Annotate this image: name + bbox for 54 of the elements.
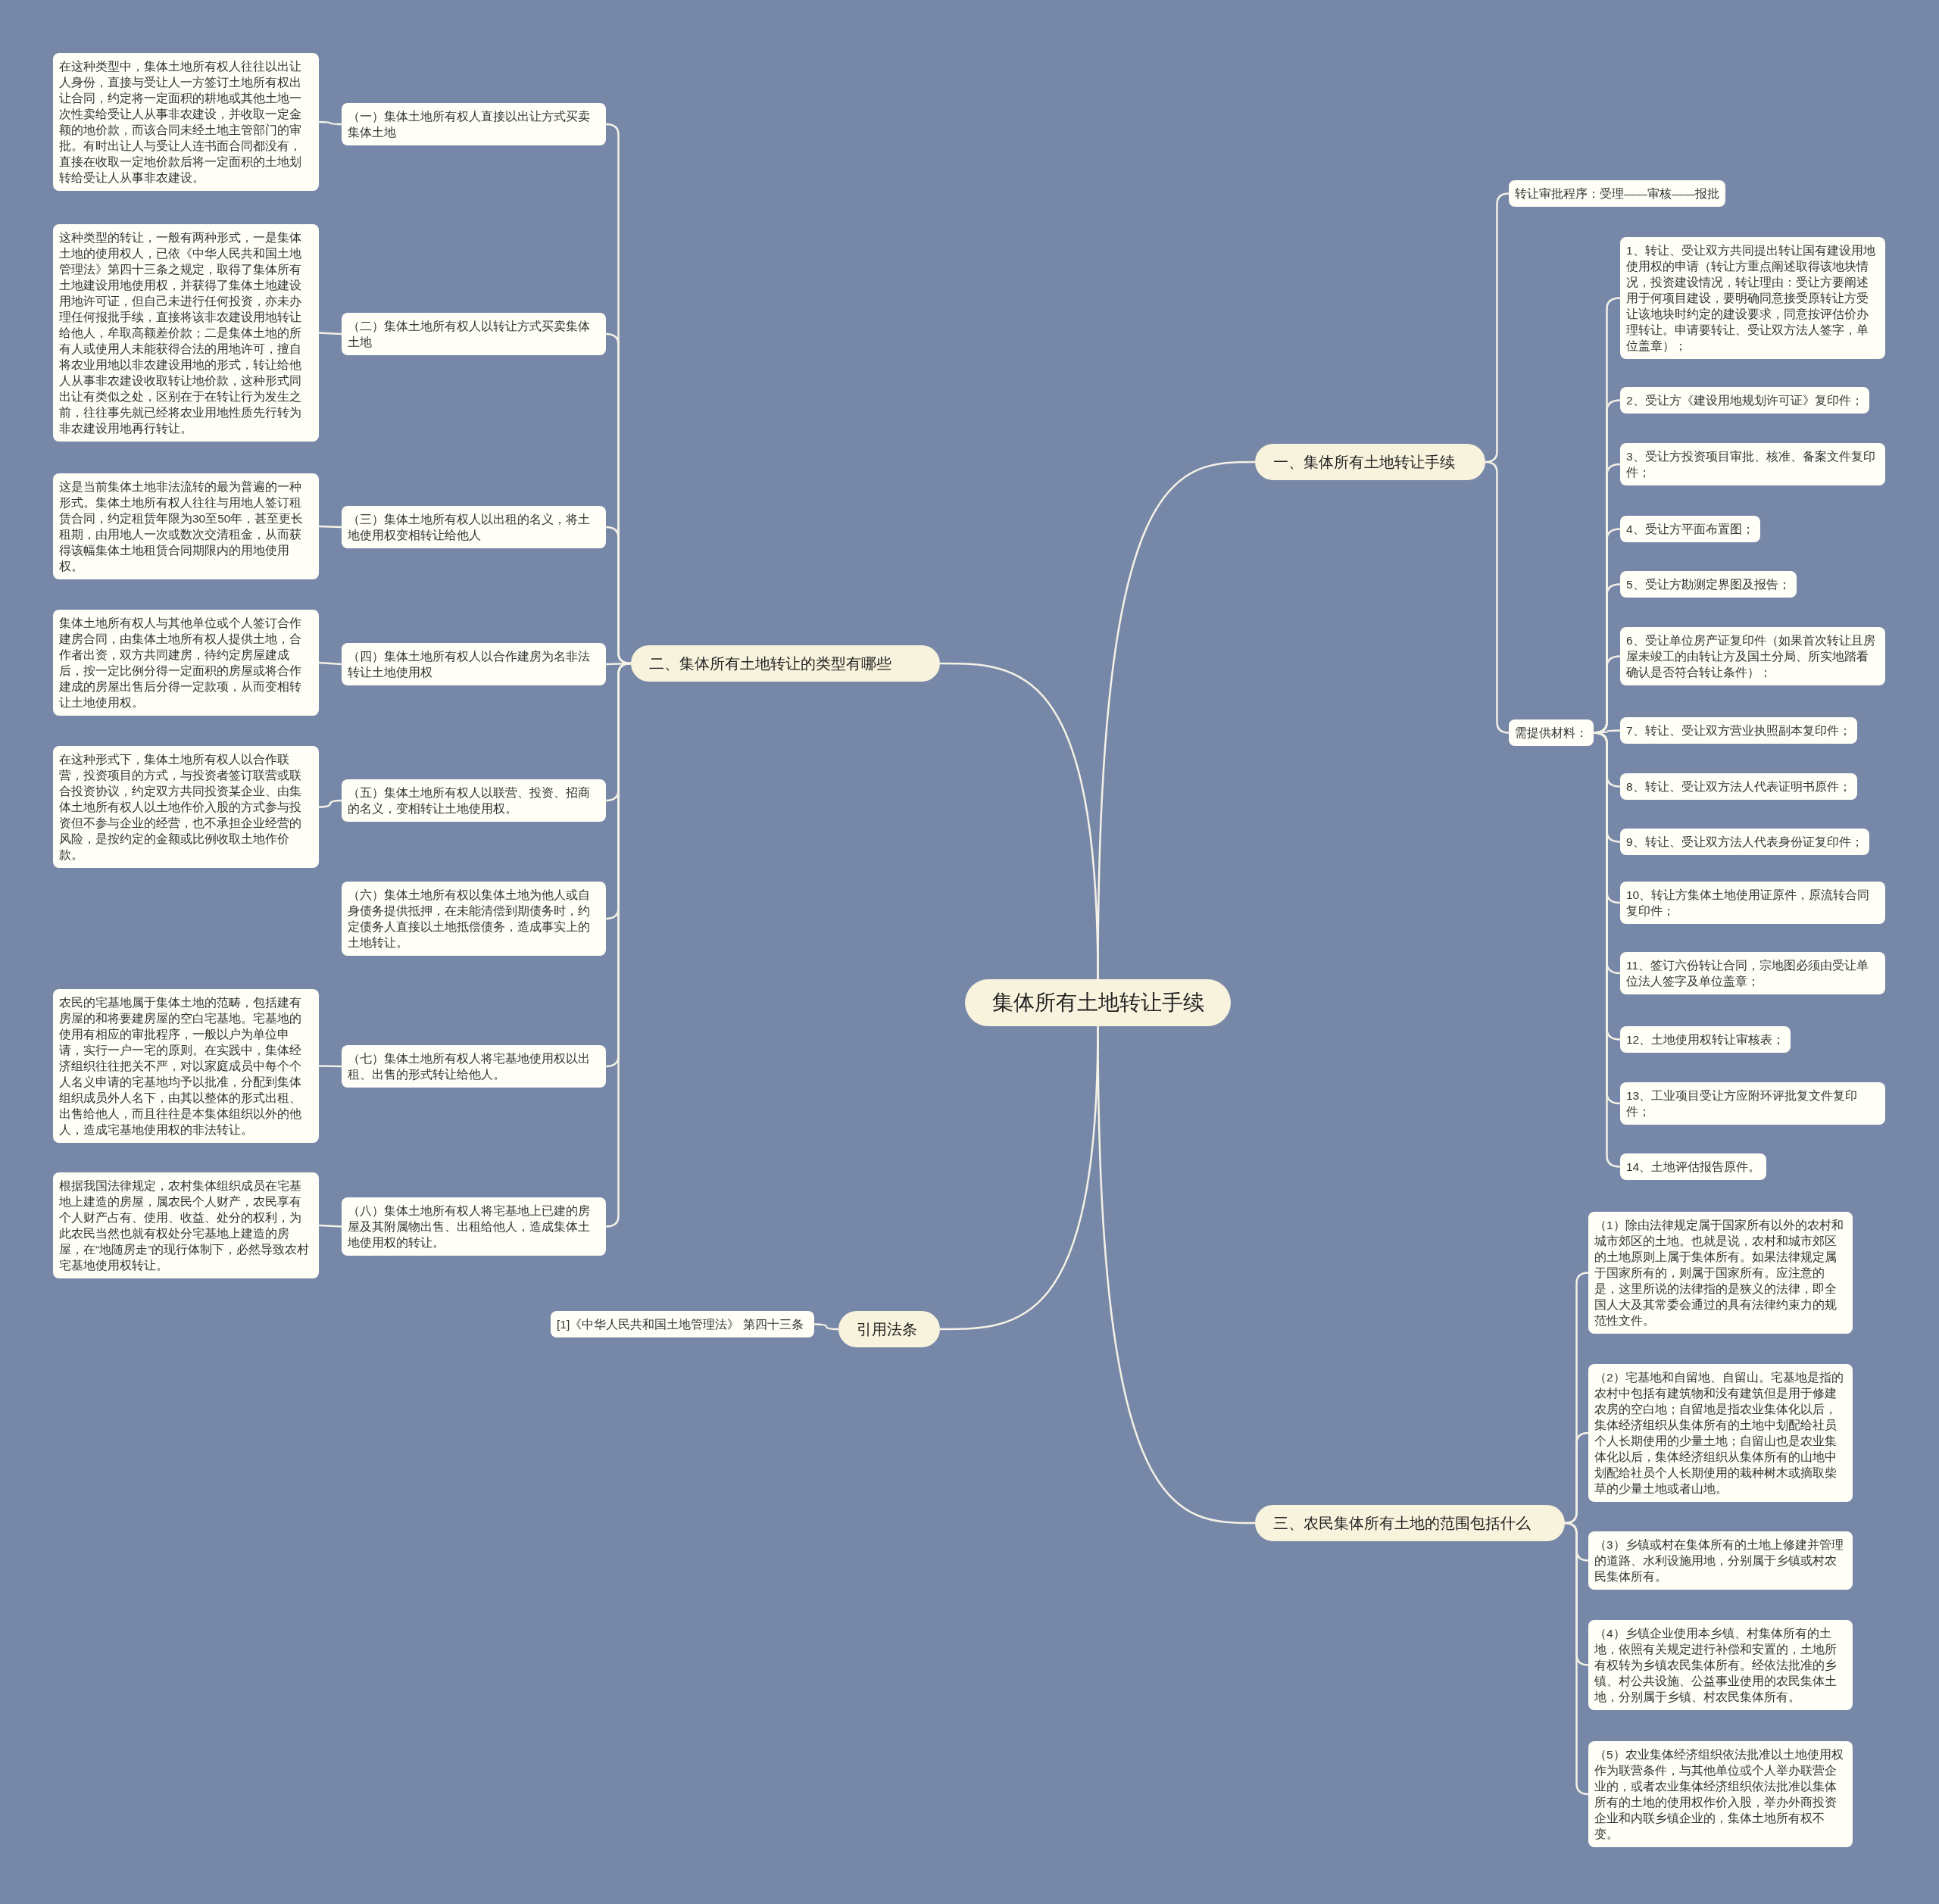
topic-box: 农民的宅基地属于集体土地的范畴，包括建有房屋的和将要建房屋的空白宅基地。宅基地的使用有相应的审批程序，一般以户为单位申请，实行一户一宅的原则。在实践中，集体经济组织往往把关不严，对以家庭成员中每个个人名义申请的宅基地均予以批准，分配到集体组织成员外人名下，由其以整体的形式出租、出售给他人，而且往往是本集体组织以外的他人，造成宅基地使用权的非法转让。 bbox=[53, 989, 319, 1143]
topic-box: 13、工业项目受让方应附环评批复文件复印件； bbox=[1620, 1082, 1885, 1125]
branch-topic: 三、农民集体所有土地的范围包括什么 bbox=[1255, 1505, 1565, 1541]
topic-box: （六）集体土地所有权以集体土地为他人或自身债务提供抵押，在未能清偿到期债务时，约定债务人直接以土地抵偿债务，造成事实上的土地转让。 bbox=[342, 882, 606, 956]
branch-topic: 二、集体所有土地转让的类型有哪些 bbox=[631, 645, 940, 682]
connector-line bbox=[319, 120, 342, 126]
topic-box: 在这种形式下，集体土地所有权人以合作联营，投资项目的方式，与投资者签订联营或联合投资协议，约定双方共同投资某企业、由集体土地所有权人以土地作价入股的方式参与投资但不参与企业的经营，也不承担企业经营的风险，是按约定的金额或比例收取土地作价款。 bbox=[53, 746, 319, 868]
connector-line bbox=[940, 662, 1099, 980]
topic-box: 转让审批程序：受理——审核——报批 bbox=[1509, 180, 1725, 207]
topic-box: 需提供材料： bbox=[1509, 719, 1594, 746]
connector-line bbox=[318, 1224, 342, 1228]
topic-box: 10、转让方集体土地使用证原件，原流转合同复印件； bbox=[1620, 882, 1885, 924]
topic-box: （五）集体土地所有权人以联营、投资、招商的名义，变相转让土地使用权。 bbox=[342, 779, 606, 822]
topic-box: （1）除由法律规定属于国家所有以外的农村和城市郊区的土地。也就是说，农村和城市郊区的土地原则上属于集体所有。如果法律规定属于国家所有的，则属于国家所有。应注意的是，这里所说的法律指的是狭义的法律，即全国人大及其常委会通过的具有法律约束力的规范性文件。 bbox=[1588, 1212, 1853, 1334]
connector-line bbox=[319, 799, 342, 808]
topic-box: （5）农业集体经济组织依法批准以土地使用权作为联营条件，与其他单位或个人举办联营企业的，或者农业集体经济组织依法批准以集体所有的土地的使用权作价入股，举办外商投资企业和内联乡镇企业的，集体土地所有权不变。 bbox=[1588, 1741, 1853, 1847]
topic-box: 8、转让、受让双方法人代表证明书原件； bbox=[1620, 773, 1857, 800]
connector-line bbox=[318, 1065, 342, 1068]
topic-box: 5、受让方勘测定界图及报告； bbox=[1620, 571, 1797, 598]
connector-line bbox=[318, 661, 342, 666]
topic-box: 3、受让方投资项目审批、核准、备案文件复印件； bbox=[1620, 443, 1885, 485]
topic-box: （四）集体土地所有权人以合作建房为名非法转让土地使用权 bbox=[342, 643, 606, 685]
topic-box: （七）集体土地所有权人将宅基地使用权以出租、出售的形式转让给他人。 bbox=[342, 1045, 606, 1088]
topic-box: 4、受让方平面布置图； bbox=[1620, 516, 1760, 542]
topic-box: 7、转让、受让双方营业执照副本复印件； bbox=[1620, 717, 1857, 744]
connector-line bbox=[814, 1323, 838, 1331]
topic-box: 1、转让、受让双方共同提出转让国有建设用地使用权的申请（转让方重点阐述取得该地块情况，投资建设情况，转让理由：受让方要阐述用于何项目建设，要明确同意接受原转让方受让该地块时约定的建设要求，同意按评估价办理转让。申请要转让、受让双方法人签字，单位盖章）； bbox=[1620, 237, 1885, 359]
topic-box: 集体土地所有权人与其他单位或个人签订合作建房合同，由集体土地所有权人提供土地，合作者出资，双方共同建房，待约定房屋建成后，按一定比例分得一定面积的房屋或将合作建成的房屋出售后分得一定款项，从而变相转让土地使用权。 bbox=[53, 610, 319, 716]
branch-topic: 一、集体所有土地转让手续 bbox=[1255, 444, 1485, 480]
topic-box: （三）集体土地所有权人以出租的名义，将土地使用权变相转让给他人 bbox=[342, 506, 606, 548]
topic-box: 在这种类型中，集体土地所有权人往往以出让人身份，直接与受让人一方签订土地所有权出让合同，约定将一定面积的耕地或其他土地一次性卖给受让人从事非农建设，并收取一定金额的地价款，而该合同未经土地主管部门的审批。有时出让人与受让人连书面合同都没有，直接在收取一定地价款后将一定面积的土地划转给受让人从事非农建设。 bbox=[53, 53, 319, 191]
topic-box: 11、签订六份转让合同，宗地图必须由受让单位法人签字及单位盖章； bbox=[1620, 952, 1885, 994]
topic-box: 这种类型的转让，一般有两种形式，一是集体土地的使用权人，已依《中华人民共和国土地管理法》第四十三条之规定，取得了集体所有土地建设用地使用权，并获得了集体土地建设用地许可证，但自己未进行任何投资，亦未办理任何报批手续，直接将该非农建设用地转让给他人，牟取高额差价款；二是集体土地的所有人或使用人未能获得合法的用地许可，擅自将农业用地以非农建设用地的形式，转让给他人从事非农建设收取转让地价款，这种形式同出让有类似之处，区别在于在转让行为发生之前，往往事先就已经将农业用地性质先行转为非农建设用地再行转让。 bbox=[53, 224, 319, 442]
branch-topic: 引用法条 bbox=[838, 1311, 940, 1347]
topic-box: 2、受让方《建设用地规划许可证》复印件； bbox=[1620, 387, 1869, 414]
connector-line bbox=[1485, 460, 1510, 734]
topic-box: 根据我国法律规定，农村集体组织成员在宅基地上建造的房屋，属农民个人财产，农民享有个人财产占有、使用、收益、处分的权利，为此农民当然也就有权处分宅基地上建造的房屋，在“地随房走”的现行体制下，必然导致农村宅基地使用权转让。 bbox=[53, 1172, 319, 1278]
topic-box: （3）乡镇或村在集体所有的土地上修建并管理的道路、水利设施用地，分别属于乡镇或村农民集体所有。 bbox=[1588, 1531, 1853, 1590]
connector-line bbox=[318, 332, 342, 336]
connector-line bbox=[1564, 1522, 1589, 1796]
central-topic: 集体所有土地转让手续 bbox=[965, 979, 1231, 1026]
topic-box: 这是当前集体土地非法流转的最为普遍的一种形式。集体土地所有权人往往与用地人签订租赁合同，约定租赁年限为30至50年，甚至更长租期，由用地人一次或数次交清租金，从而获得该幅集体土地租赁合同期限内的用地使用权。 bbox=[53, 473, 319, 579]
topic-box: 6、受让单位房产证复印件（如果首次转让且房屋未竣工的由转让方及国土分局、所实地踏看确认是否符合转让条件）； bbox=[1620, 627, 1885, 685]
topic-box: 12、土地使用权转让审核表； bbox=[1620, 1026, 1791, 1053]
connector-line bbox=[1097, 1026, 1255, 1525]
topic-box: 14、土地评估报告原件。 bbox=[1620, 1153, 1767, 1180]
topic-box: （八）集体土地所有权人将宅基地上已建的房屋及其附属物出售、出租给他人，造成集体土地使用权的转让。 bbox=[342, 1197, 606, 1256]
topic-box: （4）乡镇企业使用本乡镇、村集体所有的土地，依照有关规定进行补偿和安置的，土地所有权转为乡镇农民集体所有。经依法批准的乡镇、村公共设施、公益事业使用的农民集体土地，分别属于乡镇、村农民集体所有。 bbox=[1588, 1620, 1853, 1710]
topic-box: （2）宅基地和自留地、自留山。宅基地是指的农村中包括有建筑物和没有建筑但是用于修建农房的空白地；自留地是指农业集体化以后，集体经济组织从集体所有的土地中划配给社员个人长期使用的少量土地；自留山也是农业集体化以后，集体经济组织从集体所有的山地中划配给社员个人长期使用的栽种树木或摘取柴草的少量土地或者山地。 bbox=[1588, 1364, 1853, 1502]
topic-box: （一）集体土地所有权人直接以出让方式买卖集体土地 bbox=[342, 103, 606, 145]
connector-line bbox=[318, 525, 342, 529]
topic-box: [1]《中华人民共和国土地管理法》 第四十三条 bbox=[551, 1311, 814, 1337]
topic-box: 9、转让、受让双方法人代表身份证复印件； bbox=[1620, 829, 1869, 855]
topic-box: （二）集体土地所有权人以转让方式买卖集体土地 bbox=[342, 313, 606, 355]
